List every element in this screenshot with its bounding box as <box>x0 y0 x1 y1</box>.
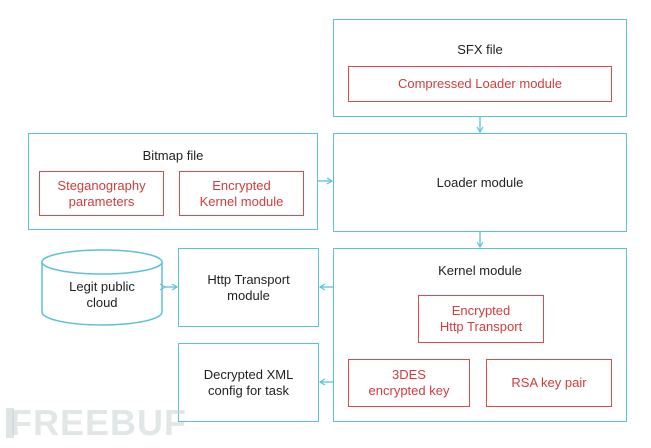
legit-public-cloud-shape <box>41 249 163 326</box>
encrypted-http-transport-box: Encrypted Http Transport <box>418 295 544 343</box>
steganography-parameters-box: Steganography parameters <box>39 171 164 216</box>
bitmap-file-box: Bitmap file Steganography parameters Enc… <box>28 133 318 230</box>
freebuf-watermark: FREEBUF <box>10 402 187 443</box>
watermark-logo-bar <box>6 408 14 438</box>
rsa-key-pair-box: RSA key pair <box>486 359 612 407</box>
sfx-file-title: SFX file <box>457 42 503 57</box>
3des-encrypted-key-box: 3DES encrypted key <box>348 359 470 407</box>
compressed-loader-module-box: Compressed Loader module <box>348 66 612 102</box>
kernel-module-title: Kernel module <box>438 263 522 278</box>
loader-module-label: Loader module <box>436 174 524 190</box>
encrypted-kernel-module-box: Encrypted Kernel module <box>179 171 304 216</box>
sfx-file-box: SFX file Compressed Loader module <box>333 19 627 117</box>
http-transport-module-box: Http Transport module <box>178 248 319 327</box>
bitmap-file-title: Bitmap file <box>142 148 204 163</box>
loader-module-box: Loader module <box>333 133 627 232</box>
legit-public-cloud-label: Legit public cloud <box>69 279 135 310</box>
kernel-module-box: Kernel module Encrypted Http Transport 3… <box>333 248 627 422</box>
decrypted-xml-config-label: Decrypted XML config for task <box>203 366 294 398</box>
decrypted-xml-config-box: Decrypted XML config for task <box>178 343 319 422</box>
http-transport-module-label: Http Transport module <box>207 271 290 303</box>
